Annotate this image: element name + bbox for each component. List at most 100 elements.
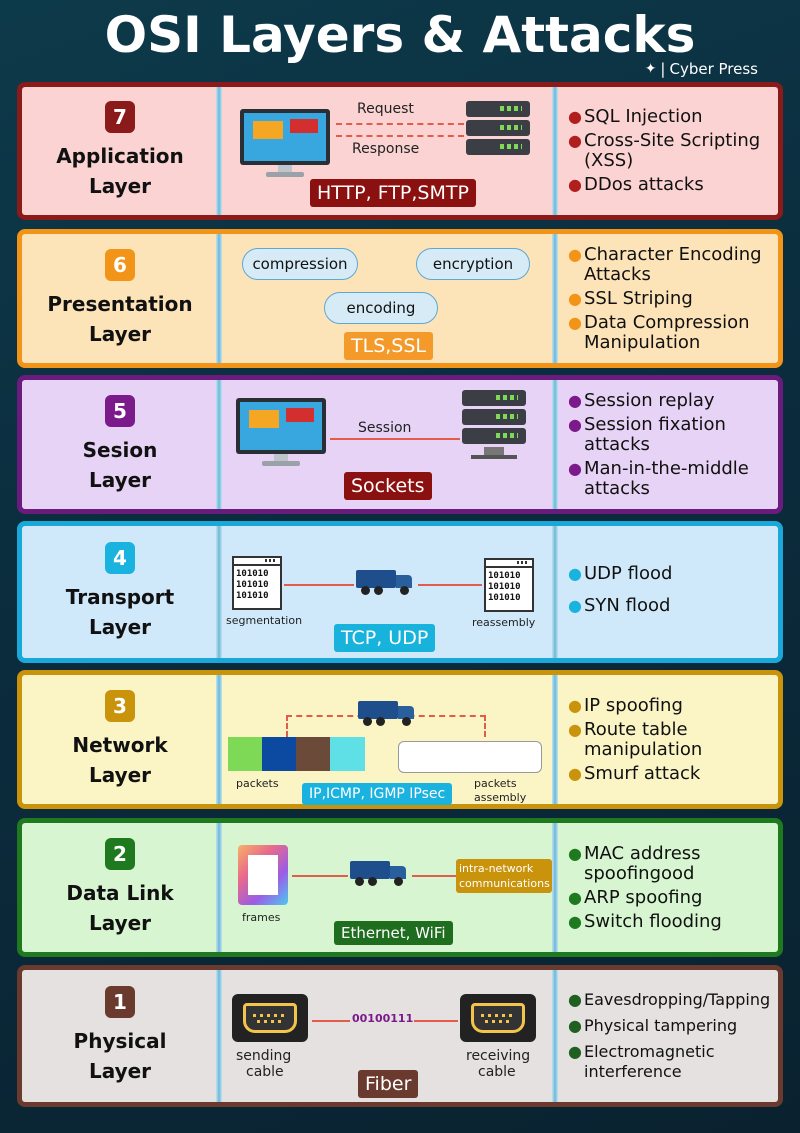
layer-3-title: 3 Network Layer [22, 675, 218, 804]
layer-number-badge: 4 [105, 542, 135, 574]
layer-5-title: 5 Sesion Layer [22, 380, 218, 509]
server-icon [466, 101, 530, 158]
divider [552, 675, 558, 804]
request-label: Request [357, 101, 414, 117]
transport-link-right [418, 584, 482, 586]
attacks-list: ●UDP flood ●SYN flood [560, 526, 782, 658]
bullet-icon: ● [568, 244, 582, 264]
bullet-icon: ● [568, 564, 582, 583]
divider [552, 970, 558, 1102]
attack-item: ●IP spoofing [568, 694, 683, 716]
protocol-badge: HTTP, FTP,SMTP [310, 179, 476, 207]
attack-item: ●Data Compression Manipulation [568, 311, 750, 353]
bullet-icon: ● [568, 458, 582, 478]
bullet-icon: ● [568, 596, 582, 615]
protocol-badge: Sockets [344, 472, 432, 500]
layer-6-card: 6 Presentation Layer compression encrypt… [17, 229, 783, 368]
truck-icon [350, 861, 408, 887]
attacks-list: ●SQL Injection ●Cross-Site Scripting (XS… [560, 87, 782, 215]
attack-item: ●MAC address spoofingood [568, 842, 701, 884]
layer-3-card: 3 Network Layer packets packets assembly… [17, 670, 783, 809]
layer-number-badge: 5 [105, 394, 135, 427]
bullet-icon: ● [568, 887, 582, 907]
layer-6-diagram: compression encryption encoding TLS,SSL [222, 234, 552, 363]
divider [552, 234, 558, 363]
protocol-badge: Ethernet, WiFi [334, 921, 453, 945]
layer-number-badge: 6 [105, 248, 135, 281]
attack-item: ●SSL Striping [568, 287, 693, 309]
packet-block [296, 737, 331, 771]
layer-number-badge: 1 [105, 986, 135, 1018]
attacks-list: ●Eavesdropping/Tapping ●Physical tamperi… [560, 970, 782, 1102]
divider [216, 675, 222, 804]
attack-item: ●Electromagnetic interference [568, 1042, 715, 1081]
receiving-label-2: cable [478, 1064, 516, 1080]
bullet-icon: ● [568, 990, 582, 1009]
layer-4-title: 4 Transport Layer [22, 526, 218, 658]
layer-7-card: 7 Application Layer Request Response HTT… [17, 82, 783, 220]
truck-icon [356, 570, 414, 596]
packet-block [228, 737, 263, 771]
reassembly-label: reassembly [472, 616, 536, 629]
attack-item: ●SYN flood [568, 595, 671, 616]
bits-label: 00100111 [352, 1012, 414, 1025]
protocol-badge: TCP, UDP [334, 624, 436, 652]
computer-icon [240, 109, 330, 179]
layer-5-diagram: Session Sockets [222, 380, 552, 509]
route-dashed-right [484, 715, 486, 737]
session-link [330, 438, 460, 440]
layer-number-badge: 7 [105, 101, 135, 133]
server-icon [462, 390, 526, 459]
bullet-icon: ● [568, 843, 582, 863]
bullet-icon: ● [568, 1042, 582, 1061]
layer-2-title: 2 Data Link Layer [22, 823, 218, 952]
layer-name-line2: Layer [88, 910, 152, 935]
page-title: OSI Layers & Attacks [104, 6, 696, 64]
packets-assembly-box [398, 741, 542, 773]
layer-name-line1: Data Link [66, 880, 174, 905]
bullet-icon: ● [568, 175, 582, 194]
bullet-icon: ● [568, 312, 582, 332]
bullet-icon: ● [568, 131, 582, 150]
layer-2-diagram: frames intra-network communications Ethe… [222, 823, 552, 952]
bullet-icon: ● [568, 1016, 582, 1035]
layer-name-line1: Sesion [82, 437, 158, 462]
protocol-badge: Fiber [358, 1070, 419, 1098]
brand-separator: | [660, 60, 666, 78]
attack-item: ●Switch flooding [568, 910, 722, 932]
attacks-list: ●MAC address spoofingood ●ARP spoofing ●… [560, 823, 782, 952]
packets-assembly-label-1: packets [474, 777, 517, 790]
route-dashed-left [286, 715, 288, 737]
serial-port-icon [460, 994, 536, 1042]
layer-1-card: 1 Physical Layer sending cable 00100111 … [17, 965, 783, 1107]
attack-item: ●Cross-Site Scripting (XSS) [568, 130, 761, 171]
layer-name-line1: Presentation [47, 291, 193, 316]
layer-2-card: 2 Data Link Layer frames intra-network c… [17, 818, 783, 957]
layer-name-line2: Layer [88, 1059, 152, 1083]
protocol-badge: TLS,SSL [344, 332, 433, 360]
attack-item: ●Session replay [568, 389, 715, 411]
brand-name: Cyber Press [669, 60, 758, 78]
layer-name-line1: Transport [65, 585, 175, 609]
encryption-pill: encryption [416, 248, 530, 280]
bullet-icon: ● [568, 695, 582, 715]
layer-number-badge: 2 [105, 837, 135, 870]
session-label: Session [358, 420, 412, 436]
bullet-icon: ● [568, 390, 582, 410]
encoding-pill: encoding [324, 292, 438, 324]
bullet-icon: ● [568, 107, 582, 126]
attack-item: ●Man-in-the-middle attacks [568, 457, 749, 499]
divider [216, 526, 222, 658]
layer-6-title: 6 Presentation Layer [22, 234, 218, 363]
packets-label: packets [236, 777, 279, 790]
divider [552, 380, 558, 509]
divider [552, 526, 558, 658]
attack-item: ●UDP flood [568, 563, 673, 584]
serial-port-icon [232, 994, 308, 1042]
attack-item: ●Character Encoding Attacks [568, 243, 762, 285]
bullet-icon: ● [568, 719, 582, 739]
attack-item: ●Eavesdropping/Tapping [568, 990, 771, 1009]
attacks-list: ●Session replay ●Session fixation attack… [560, 380, 782, 509]
